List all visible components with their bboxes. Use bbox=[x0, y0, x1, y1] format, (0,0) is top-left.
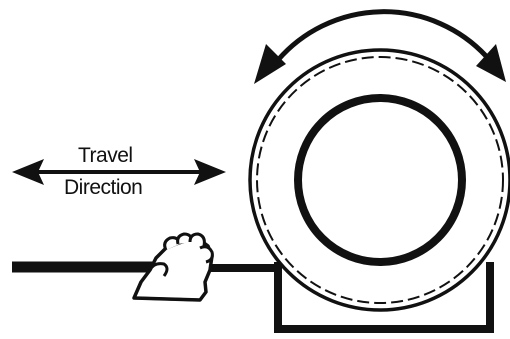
rotation-arrow-icon bbox=[254, 9, 506, 84]
double-headed-arrow-icon bbox=[12, 159, 226, 185]
horizontal-bar-icon bbox=[12, 261, 278, 273]
wheel-icon bbox=[248, 48, 510, 312]
direction-label: Direction bbox=[64, 176, 142, 199]
stand-icon bbox=[274, 262, 494, 333]
hand-icon bbox=[132, 232, 214, 302]
travel-label: Travel bbox=[78, 144, 133, 167]
